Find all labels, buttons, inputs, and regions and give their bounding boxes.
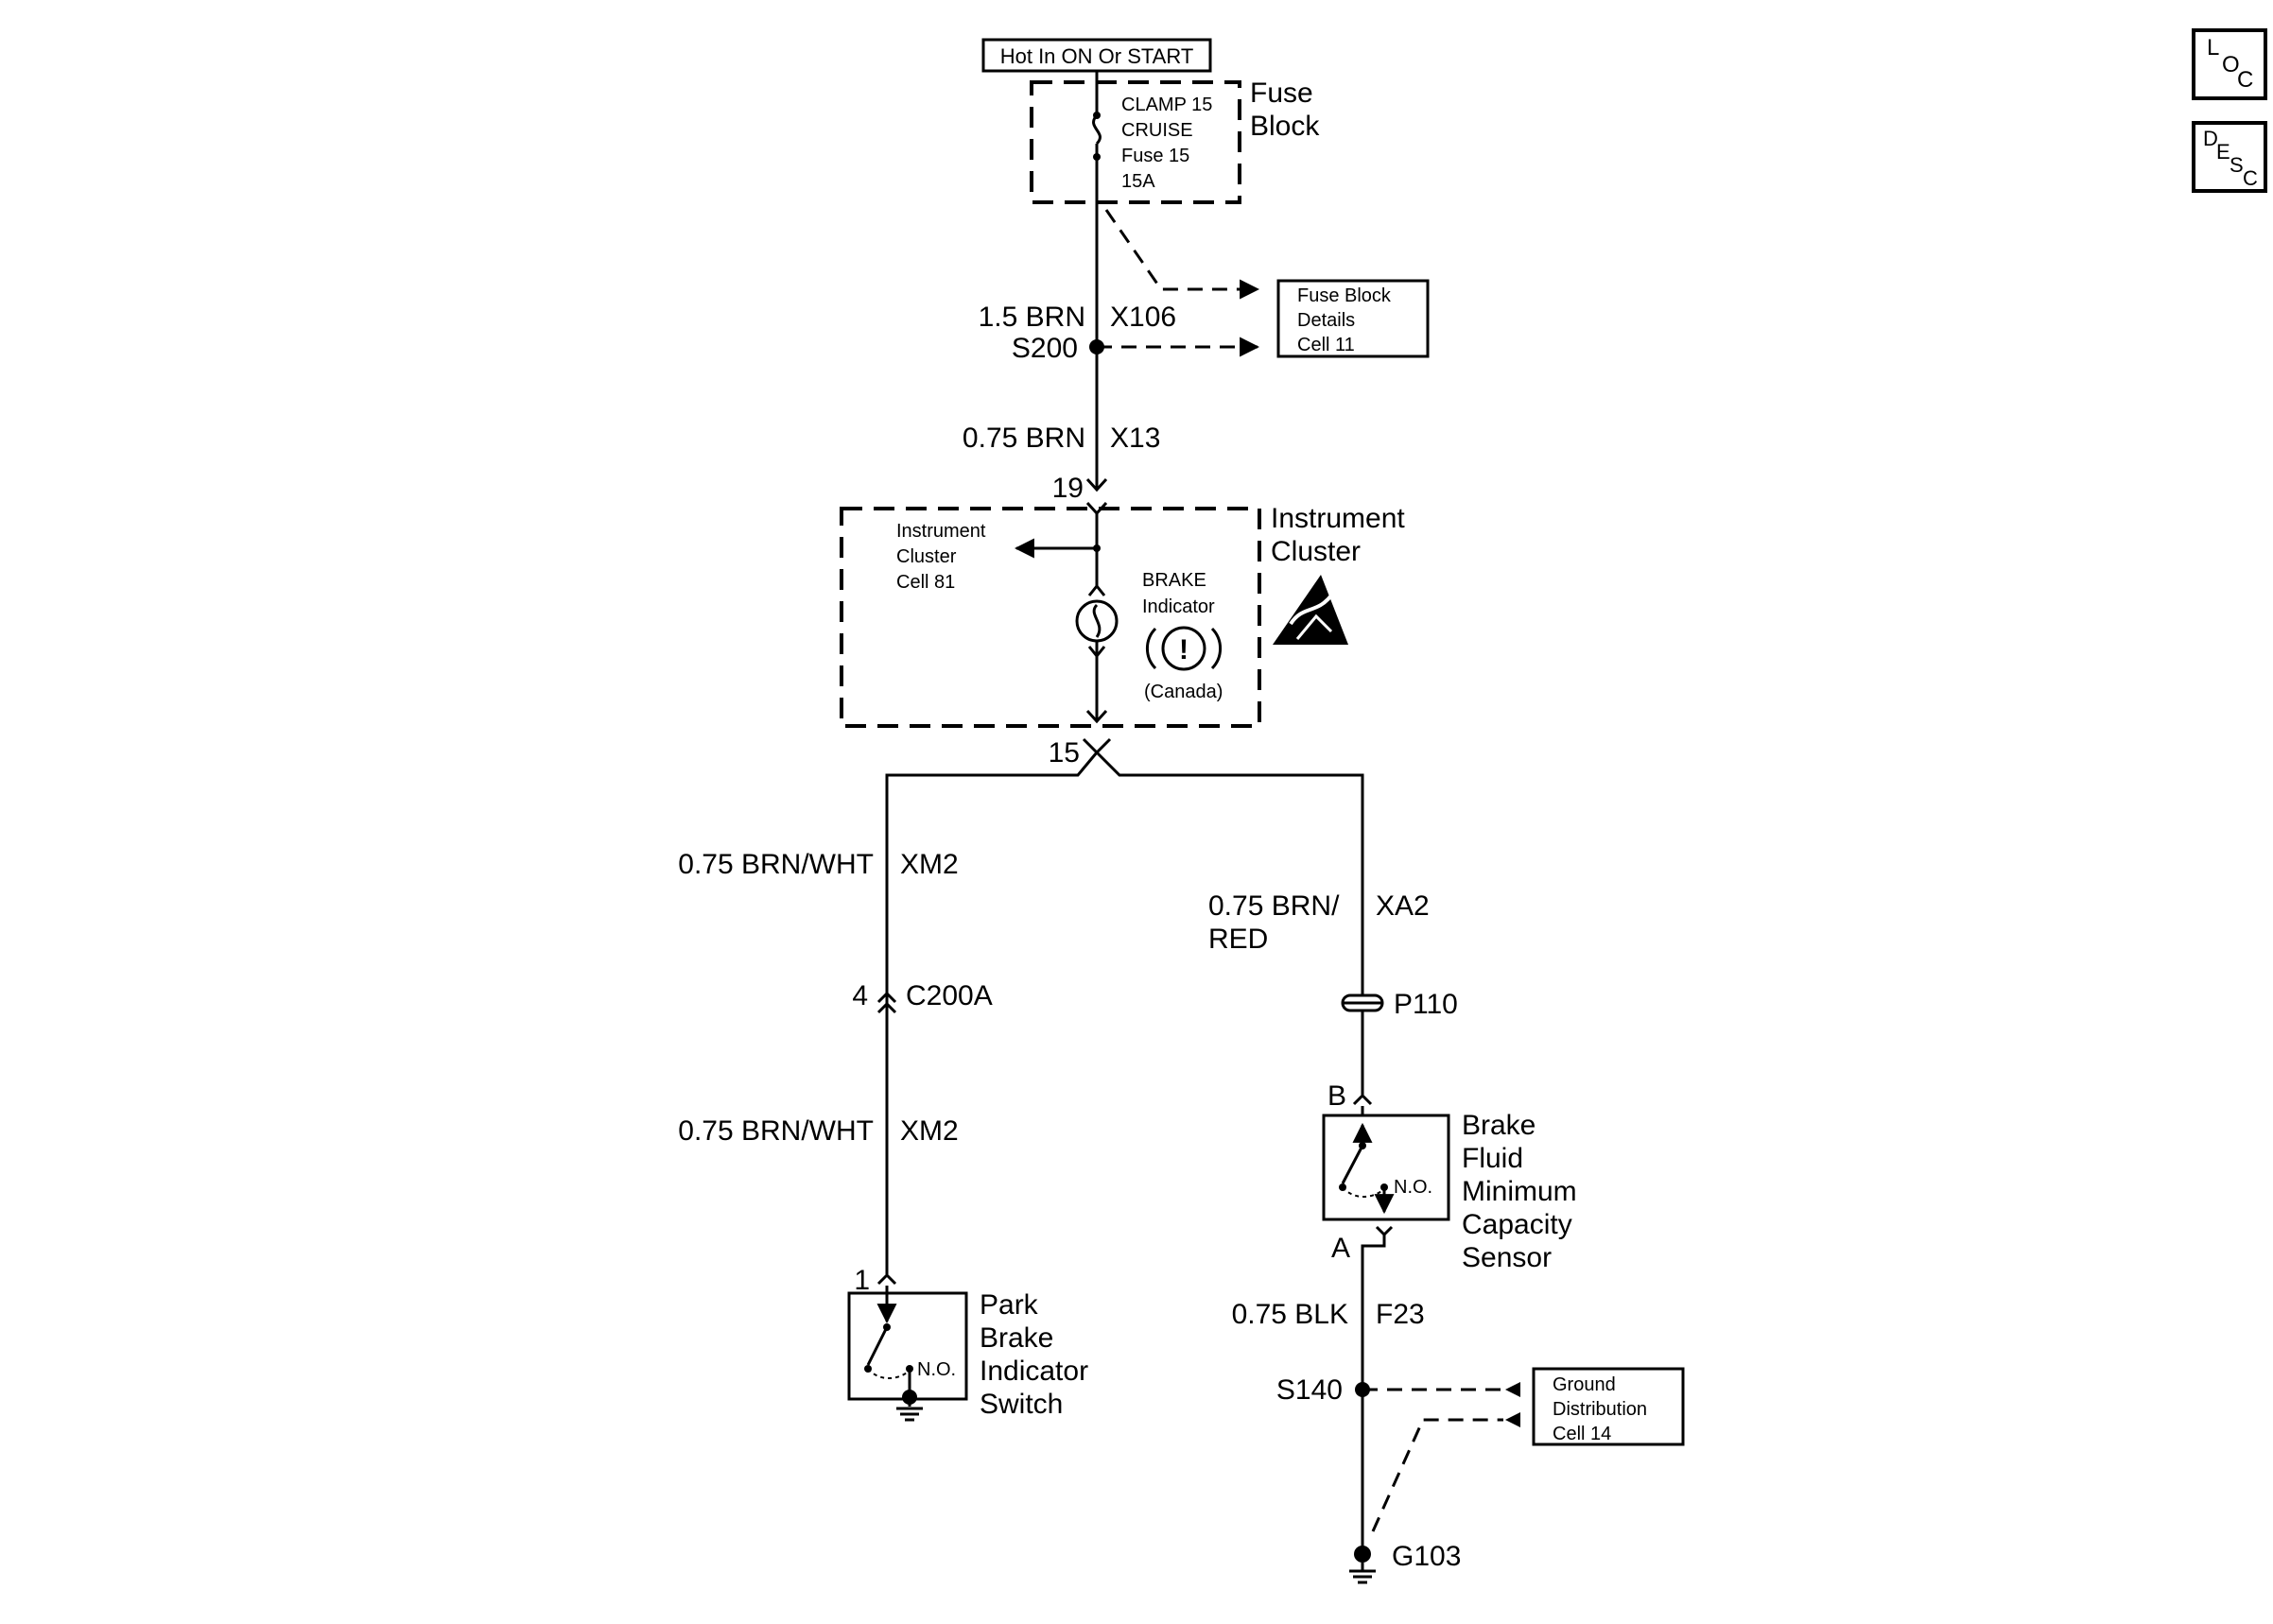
left-wire-gauge-1: 0.75 BRN/WHT: [678, 849, 874, 880]
brake-warning-icon: !: [1145, 626, 1223, 671]
sensor-pin-a: A: [1331, 1233, 1350, 1264]
park-switch-pin: 1: [854, 1265, 870, 1296]
fuse-icon: [1092, 113, 1102, 146]
left-wire-id-2: XM2: [900, 1115, 959, 1147]
sensor-title-5: Sensor: [1462, 1242, 1552, 1273]
park-switch-connector: [876, 1272, 897, 1286]
ground-wire-gauge: 0.75 BLK: [1232, 1299, 1348, 1330]
loc-button-o: O: [2222, 52, 2240, 78]
cluster-pin-19: 19: [1052, 473, 1084, 504]
fuse-line3: Fuse 15: [1121, 146, 1189, 166]
sensor-pin-b: B: [1327, 1080, 1346, 1112]
park-switch-title-1: Park: [980, 1289, 1039, 1321]
left-branch-wire: [885, 752, 1099, 1274]
fuse-details-line1: Fuse Block: [1297, 285, 1392, 306]
ground-ref-line3: Cell 14: [1553, 1424, 1611, 1444]
park-switch-contact: N.O.: [917, 1359, 956, 1380]
left-wire-gauge-2: 0.75 BRN/WHT: [678, 1115, 874, 1147]
ground-ref-line1: Ground: [1553, 1374, 1616, 1395]
fuse-block-title-2: Block: [1250, 111, 1320, 142]
sensor-connector-a: [1375, 1225, 1394, 1237]
park-switch-contact-icon: [866, 1326, 889, 1366]
sensor-title-2: Fluid: [1462, 1143, 1523, 1174]
c200a-connector-bottom: [876, 1001, 897, 1014]
ground-icon: [896, 1390, 923, 1422]
cluster-title-2: Cluster: [1271, 536, 1361, 567]
ground-wire: [1361, 1235, 1386, 1554]
cluster-ref-line1: Instrument: [896, 521, 986, 542]
park-switch-title-4: Switch: [980, 1389, 1063, 1420]
fuse-details-ref[interactable]: Fuse Block Details Cell 11: [1276, 279, 1430, 358]
c200a-pin: 4: [852, 980, 868, 1011]
wire-gauge-2: 0.75 BRN: [963, 423, 1085, 454]
brake-indicator-line1: BRAKE: [1142, 570, 1206, 591]
sensor-connector-b: [1352, 1093, 1373, 1106]
bulb-filament-icon: [1092, 603, 1102, 638]
cluster-in-arrow: [1085, 477, 1108, 492]
brake-indicator-note: (Canada): [1144, 682, 1223, 702]
fuse-details-line2: Details: [1297, 310, 1355, 331]
left-wire-id-1: XM2: [900, 849, 959, 880]
desc-button-e: E: [2216, 140, 2230, 164]
cluster-ref-line3: Cell 81: [896, 572, 955, 593]
ground-ref-line-2: [1371, 1418, 1503, 1532]
sensor-title-1: Brake: [1462, 1110, 1536, 1141]
right-wire-id: XA2: [1376, 890, 1430, 922]
g103-ground-icon: [1349, 1546, 1376, 1584]
park-switch-title-2: Brake: [980, 1322, 1053, 1354]
park-brake-switch: N.O. Park Brake Indicator Switch: [847, 1286, 1088, 1422]
right-wire-gauge-line2: RED: [1208, 924, 1268, 955]
instrument-cluster: Instrument Cluster Cell 81 BRAKE Indicat…: [840, 503, 1405, 728]
splice-s200: [1089, 339, 1104, 354]
brake-indicator-line2: Indicator: [1142, 596, 1215, 617]
esd-sensitive-icon: [1273, 575, 1348, 645]
p110-label: P110: [1394, 989, 1458, 1020]
loc-button-l: L: [2207, 35, 2219, 60]
sensor-contact-icon: [1341, 1145, 1364, 1184]
right-branch-wire: [1095, 751, 1364, 1095]
power-source-label: Hot In ON Or START: [981, 38, 1212, 73]
desc-button[interactable]: D E S C: [2192, 121, 2267, 193]
park-switch-title-3: Indicator: [980, 1356, 1088, 1387]
cluster-title-1: Instrument: [1271, 503, 1405, 534]
sensor-title-3: Minimum: [1462, 1176, 1577, 1207]
cluster-pin-15: 15: [1049, 737, 1080, 769]
brake-fluid-sensor: N.O. Brake Fluid Minimum Capacity Sensor: [1322, 1106, 1577, 1273]
right-wire-gauge-line1: 0.75 BRN/: [1208, 890, 1340, 922]
desc-button-d: D: [2203, 127, 2218, 150]
ground-wire-id: F23: [1376, 1299, 1425, 1330]
fuse-line4: 15A: [1121, 171, 1155, 192]
loc-button[interactable]: L O C: [2192, 28, 2267, 100]
cluster-out-connector: [1082, 737, 1112, 755]
fuse-line2: CRUISE: [1121, 120, 1193, 141]
fuse-block-title-1: Fuse: [1250, 78, 1313, 109]
ground-ref-line2: Distribution: [1553, 1399, 1647, 1420]
wire-id-1: X106: [1110, 302, 1176, 333]
loc-button-c: C: [2237, 67, 2253, 93]
desc-button-s: S: [2230, 153, 2244, 177]
cluster-ref-line2: Cluster: [896, 546, 957, 567]
wire-gauge-1: 1.5 BRN: [979, 302, 1085, 333]
p110-connector-icon: [1341, 993, 1384, 1012]
fuse-line1: CLAMP 15: [1121, 95, 1212, 115]
c200a-label: C200A: [906, 980, 993, 1011]
wire-id-2: X13: [1110, 423, 1160, 454]
g103-label: G103: [1392, 1541, 1461, 1572]
ground-distribution-ref[interactable]: Ground Distribution Cell 14: [1532, 1367, 1685, 1446]
power-source-text: Hot In ON Or START: [1000, 44, 1194, 68]
splice-s140-label: S140: [1276, 1374, 1343, 1406]
desc-button-c: C: [2243, 166, 2258, 190]
fuse-details-line3: Cell 11: [1297, 335, 1355, 355]
fuse-details-ref-line-1: [1104, 209, 1260, 300]
fuse-block: CLAMP 15 CRUISE Fuse 15 15A Fuse Block: [1030, 71, 1320, 204]
sensor-title-4: Capacity: [1462, 1209, 1572, 1240]
sensor-contact: N.O.: [1394, 1177, 1432, 1198]
splice-s200-label: S200: [1012, 333, 1078, 364]
c200a-connector-top: [876, 991, 897, 1004]
svg-text:!: !: [1179, 634, 1189, 665]
